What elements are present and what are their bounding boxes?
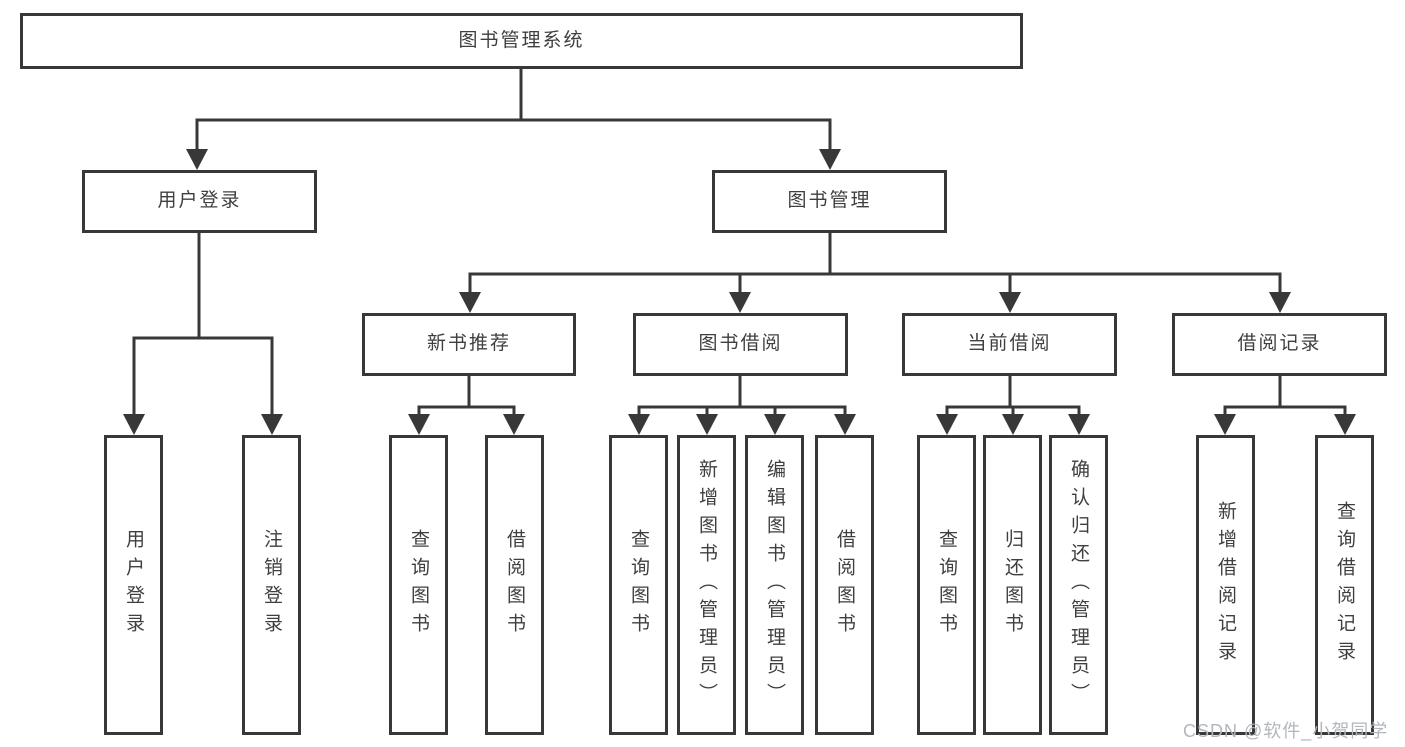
leaf-confirm-return-admin: 确认归还（管理员） xyxy=(1049,435,1108,735)
arrowhead-user-login xyxy=(186,149,208,170)
node-root-label: 图书管理系统 xyxy=(458,29,585,51)
leaf-borrow-borrow-books-label: 借阅图书 xyxy=(834,529,855,641)
leaf-newbook-query-books-label: 查询图书 xyxy=(408,529,429,641)
arrowhead-records-add xyxy=(1214,414,1236,435)
leaf-query-borrow-record: 查询借阅记录 xyxy=(1315,435,1374,735)
arrowhead-current-return xyxy=(1002,414,1024,435)
leaf-add-books-admin-label: 新增图书（管理员） xyxy=(696,459,717,711)
leaf-newbook-borrow-books: 借阅图书 xyxy=(485,435,544,735)
connector-new-book-junction xyxy=(417,376,516,415)
arrowhead-current xyxy=(999,292,1021,313)
connector-root-junction xyxy=(195,69,832,150)
leaf-add-books-admin: 新增图书（管理员） xyxy=(677,435,736,735)
arrowhead-borrow-query xyxy=(628,414,650,435)
leaf-user-login: 用户登录 xyxy=(104,435,163,735)
connector-current-junction xyxy=(945,376,1081,415)
arrowhead-current-query xyxy=(936,414,958,435)
leaf-borrow-query-books: 查询图书 xyxy=(609,435,668,735)
leaf-logout-label: 注销登录 xyxy=(261,529,282,641)
connector-user-login-junction xyxy=(132,233,274,415)
node-book-borrowing: 图书借阅 xyxy=(633,313,848,376)
connector-records-junction xyxy=(1223,376,1347,415)
leaf-user-login-label: 用户登录 xyxy=(123,529,144,641)
leaf-edit-books-admin: 编辑图书（管理员） xyxy=(745,435,804,735)
arrowhead-borrow-borrow xyxy=(834,414,856,435)
arrowhead-records xyxy=(1269,292,1291,313)
arrowhead-newbook-query xyxy=(408,414,430,435)
arrowhead-new-book xyxy=(459,292,481,313)
arrowhead-records-query xyxy=(1334,414,1356,435)
arrowhead-leaf-user-login xyxy=(123,414,145,435)
node-user-login-label: 用户登录 xyxy=(157,190,242,212)
arrowhead-newbook-borrow xyxy=(503,414,525,435)
node-new-book-recommend-label: 新书推荐 xyxy=(426,333,511,355)
node-current-borrowing: 当前借阅 xyxy=(902,313,1117,376)
arrowhead-borrow xyxy=(729,292,751,313)
leaf-return-books: 归还图书 xyxy=(983,435,1042,735)
node-borrowing-records-label: 借阅记录 xyxy=(1237,333,1322,355)
node-book-management: 图书管理 xyxy=(712,170,947,233)
node-book-borrowing-label: 图书借阅 xyxy=(698,333,783,355)
leaf-logout: 注销登录 xyxy=(242,435,301,735)
leaf-current-query-books: 查询图书 xyxy=(917,435,976,735)
leaf-borrow-borrow-books: 借阅图书 xyxy=(815,435,874,735)
node-book-management-label: 图书管理 xyxy=(787,190,872,212)
connector-borrow-junction xyxy=(637,376,847,415)
leaf-newbook-query-books: 查询图书 xyxy=(389,435,448,735)
arrowhead-borrow-add xyxy=(696,414,718,435)
arrowhead-current-confirm xyxy=(1068,414,1090,435)
arrowhead-borrow-edit xyxy=(764,414,786,435)
node-borrowing-records: 借阅记录 xyxy=(1172,313,1387,376)
arrowhead-book-management xyxy=(819,149,841,170)
leaf-current-query-books-label: 查询图书 xyxy=(936,529,957,641)
arrowhead-leaf-logout xyxy=(261,414,283,435)
watermark: CSDN @软件_小贺同学 xyxy=(1183,721,1389,741)
node-user-login: 用户登录 xyxy=(82,170,317,233)
connector-book-management-junction xyxy=(468,233,1282,293)
leaf-add-borrow-record-label: 新增借阅记录 xyxy=(1215,501,1236,669)
leaf-newbook-borrow-books-label: 借阅图书 xyxy=(504,529,525,641)
leaf-query-borrow-record-label: 查询借阅记录 xyxy=(1334,501,1355,669)
node-new-book-recommend: 新书推荐 xyxy=(362,313,576,376)
node-current-borrowing-label: 当前借阅 xyxy=(967,333,1052,355)
leaf-return-books-label: 归还图书 xyxy=(1002,529,1023,641)
leaf-edit-books-admin-label: 编辑图书（管理员） xyxy=(764,459,785,711)
leaf-confirm-return-admin-label: 确认归还（管理员） xyxy=(1068,459,1089,711)
leaf-add-borrow-record: 新增借阅记录 xyxy=(1196,435,1255,735)
leaf-borrow-query-books-label: 查询图书 xyxy=(628,529,649,641)
node-root: 图书管理系统 xyxy=(20,13,1023,69)
